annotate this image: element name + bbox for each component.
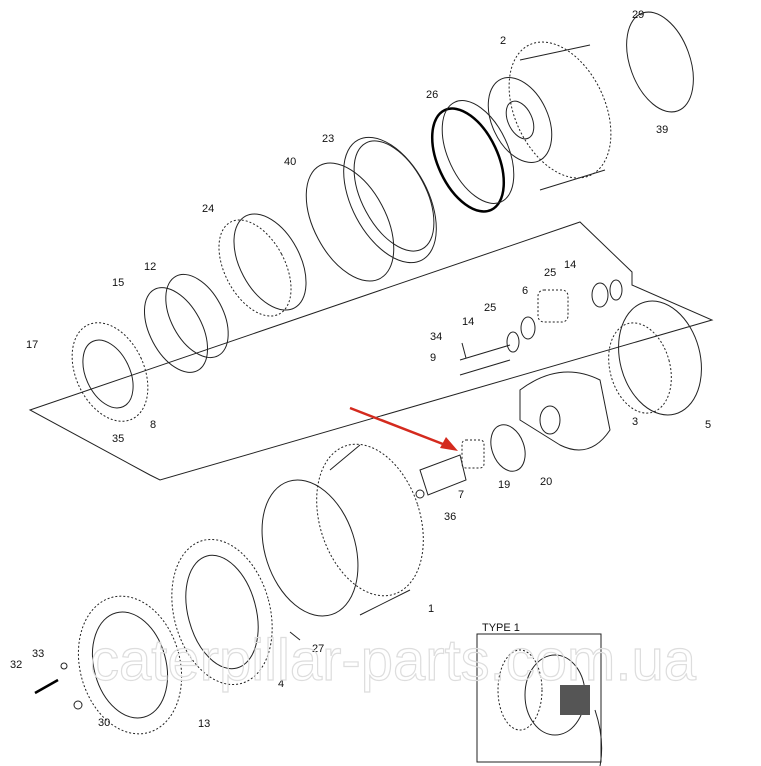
part-24-bearing — [218, 213, 307, 317]
callout-3: 3 — [632, 416, 638, 428]
part-33-washer — [60, 662, 68, 670]
watermark: caterpillar-parts.com.ua — [90, 628, 697, 693]
callout-20: 20 — [540, 476, 552, 488]
callout-30: 30 — [98, 717, 110, 729]
part-40-o-ring — [305, 162, 395, 282]
callout-19: 19 — [498, 479, 510, 491]
part-12-ring — [165, 273, 229, 359]
inset-title: TYPE 1 — [482, 622, 520, 634]
part-27-pin — [289, 631, 301, 641]
part-15-ring — [143, 287, 209, 373]
part-23-ring — [343, 136, 437, 264]
callout-24: 24 — [202, 203, 214, 215]
callout-8: 8 — [150, 419, 156, 431]
part-7-shaft — [419, 454, 467, 496]
part-9-pin — [459, 344, 511, 376]
callout-4: 4 — [278, 678, 284, 690]
callout-25b: 25 — [484, 302, 496, 314]
part-30-plug — [73, 700, 83, 710]
callout-32: 32 — [10, 659, 22, 671]
part-25b-bearing — [520, 316, 536, 340]
callout-36: 36 — [444, 511, 456, 523]
callout-17: 17 — [26, 339, 38, 351]
callout-6: 6 — [522, 285, 528, 297]
callout-15: 15 — [112, 277, 124, 289]
highlight-arrow — [349, 406, 458, 451]
part-1-housing — [261, 443, 424, 617]
leader-lines — [26, 16, 705, 722]
part-29-ring — [626, 11, 694, 113]
part-36-ball — [415, 489, 425, 499]
callout-34: 34 — [430, 331, 442, 343]
callout-1: 1 — [428, 603, 434, 615]
part-25-bearing — [591, 282, 609, 308]
callout-14b: 14 — [462, 316, 474, 328]
callout-14: 14 — [564, 259, 576, 271]
callout-35: 35 — [112, 433, 124, 445]
callout-25: 25 — [544, 267, 556, 279]
part-2-hub — [487, 41, 612, 191]
part-13-sprocket — [77, 595, 183, 735]
part-4-ring-gear — [171, 538, 273, 686]
callout-29: 29 — [632, 9, 644, 21]
callout-23: 23 — [322, 133, 334, 145]
type1-inset-box — [476, 633, 602, 763]
callout-7: 7 — [458, 489, 464, 501]
callout-27: 27 — [312, 643, 324, 655]
part-20-washer — [490, 424, 526, 472]
part-3-carrier — [519, 371, 611, 451]
part-34-pin — [461, 342, 467, 359]
part-14b-washer — [506, 331, 520, 353]
part-5-ring-gear — [608, 300, 702, 416]
part-8-gear — [71, 322, 149, 422]
callout-33: 33 — [32, 648, 44, 660]
callout-5: 5 — [705, 419, 711, 431]
callout-39: 39 — [656, 124, 668, 136]
callout-2: 2 — [500, 35, 506, 47]
callout-26: 26 — [426, 89, 438, 101]
callout-40: 40 — [284, 156, 296, 168]
type1-motor-image — [497, 649, 603, 766]
part-26-floating-seal — [430, 100, 515, 213]
callout-13: 13 — [198, 718, 210, 730]
part-6-planet-gear — [537, 289, 569, 323]
callout-12: 12 — [144, 261, 156, 273]
part-19-bearing — [461, 439, 485, 469]
part-14-washer — [609, 279, 623, 301]
callout-9: 9 — [430, 352, 436, 364]
subassembly-outline — [28, 221, 714, 481]
part-32-bolt — [34, 678, 59, 695]
